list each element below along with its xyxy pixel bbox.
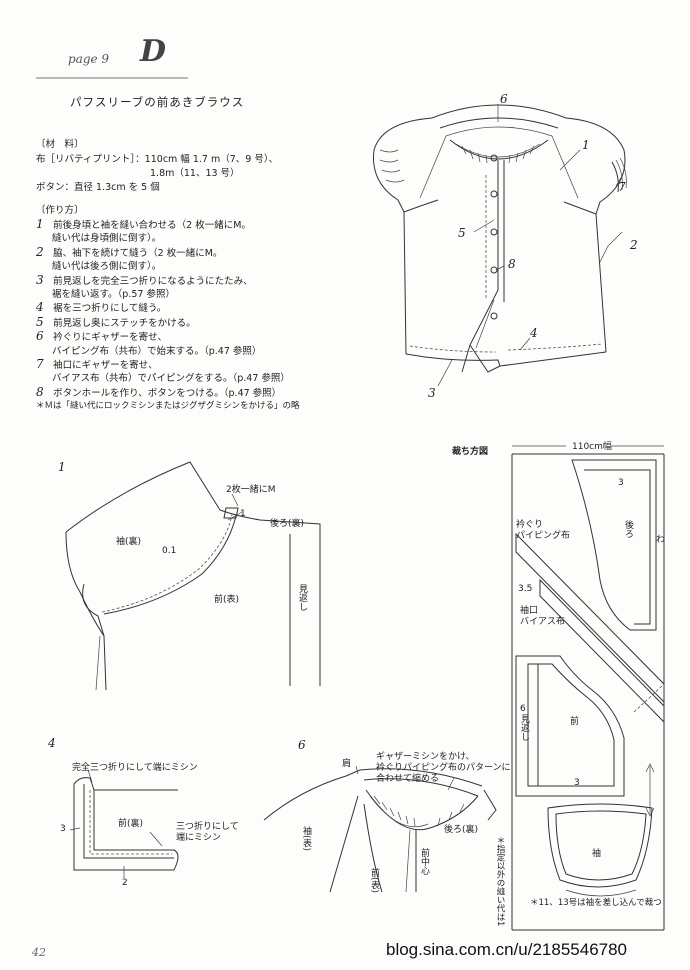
watermark: blog.sina.com.cn/u/2185546780 <box>386 940 628 959</box>
callout-3: 3 <box>428 386 436 400</box>
fig1-one: 1 <box>240 509 246 519</box>
step-2-cont: 縫い代は後ろ側に倒す）。 <box>52 261 162 273</box>
fig4-front: 前(裏) <box>118 819 144 829</box>
cutting-three-bottom: 3 <box>574 778 580 788</box>
fig4-number: 4 <box>48 736 56 750</box>
callout-1: 1 <box>582 138 590 152</box>
callout-5: 5 <box>458 226 466 240</box>
step-6-cont: バイピング布（共布）で始末する。（p.47 参照） <box>52 345 262 357</box>
fig1-front: 前(表) <box>214 595 240 605</box>
fig6-sleeve: 袖(表) <box>301 826 311 852</box>
cutting-sa-35: 3.5 <box>518 584 533 594</box>
fig1-sa: 0.1 <box>162 546 177 556</box>
callout-4: 4 <box>530 326 538 340</box>
fig4-two: 2 <box>122 878 128 888</box>
cutting-facing: 見返し <box>519 714 529 741</box>
step-7-cont: バイアス布（共布）でパイピングをする。（p.47 参照） <box>52 373 290 385</box>
cutting-fold: わ <box>656 535 666 545</box>
fig6-front: 前(表) <box>369 868 379 894</box>
materials-line-1: 布［リバティプリント］：110cm 幅 1.7 m（7、9 号）、 <box>36 154 279 165</box>
steps-list: 1 前後身頃と袖を縫い合わせる（2 枚一緒にM。 縫い代は身頃側に倒す）。 2 … <box>36 217 300 414</box>
cutting-width: 110cm幅 <box>572 442 612 452</box>
page-ref: page 9 <box>68 52 110 66</box>
materials-line-3: ボタン：直径 1.3cm を 5 個 <box>36 182 160 193</box>
cutting-bottom-note: ＊11、13号は袖を差し込んで裁つ <box>530 898 662 908</box>
fig6-number: 6 <box>298 738 306 752</box>
step-7: 7 袖口にギャザーを寄せ、 <box>36 357 158 372</box>
callout-7: 7 <box>618 180 626 194</box>
step-1-cont: 縫い代は身頃側に倒す）。 <box>52 233 162 245</box>
fig4-three: 3 <box>60 824 66 834</box>
callout-8: 8 <box>508 257 516 271</box>
cutting-heading: 裁ち方図 <box>452 447 489 457</box>
step-4: 4 裾を三つ折りにして縫う。 <box>36 300 167 315</box>
materials-line-2: 1.8m（11、13 号） <box>36 168 240 179</box>
cutting-three-top: 3 <box>618 478 624 488</box>
page-number: 42 <box>32 946 46 959</box>
cutting-sleeve: 袖 <box>592 849 602 859</box>
fig1-sleeve: 袖(裏) <box>116 537 142 547</box>
fig6-back: 後ろ(裏) <box>444 825 479 835</box>
fig6-gather-note: ギャザーミシンをかけ、 衿ぐりパイピング布のパターンに 合わせて縮める <box>376 752 511 784</box>
step-1: 1 前後身頃と袖を縫い合わせる（2 枚一緒にM。 <box>36 217 251 231</box>
pattern-letter: D <box>140 34 167 69</box>
fig1-back: 後ろ(裏) <box>270 519 305 529</box>
cutting-back: 後ろ <box>623 520 633 538</box>
cutting-cuff-binding: 袖口 バイアス布 <box>520 606 566 627</box>
step-8: 8 ボタンホールを作り、ボタンをつける。（p.47 参照） <box>36 384 282 399</box>
callout-6: 6 <box>500 92 508 106</box>
cutting-six: 6 <box>520 704 526 714</box>
step-3-cont: 裾を縫い返す。（p.57 参照） <box>52 289 175 301</box>
materials-heading: 〔材 料〕 <box>36 139 84 150</box>
steps-note: ＊Ｍは「縫い代にロックミシンまたはジグザグミシンをかける」の略 <box>36 401 300 412</box>
fig4-fold: 三つ折りにして 端にミシン <box>176 822 239 843</box>
fig6-shoulder: 肩 <box>342 759 352 769</box>
steps-heading: 〔作り方〕 <box>36 205 84 216</box>
fig6-center-front: 前中心 <box>419 848 429 875</box>
cutting-neck-binding: 衿ぐり パイピング布 <box>516 520 571 541</box>
fig4-top-label: 完全三つ折りにして端にミシン <box>72 763 198 773</box>
fig1-facing: 見返し <box>297 584 307 611</box>
step-2: 2 脇、袖下を続けて縫う（2 枚一緒にM。 <box>36 244 223 259</box>
step-5: 5 前見返し奥にステッチをかける。 <box>36 314 196 329</box>
step-6: 6 衿ぐりにギャザーを寄せ、 <box>36 329 168 344</box>
page-title: パフスリーブの前あきブラウス <box>70 95 245 109</box>
fig1-number: 1 <box>58 460 66 474</box>
cutting-front: 前 <box>570 717 580 727</box>
callout-2: 2 <box>630 238 638 252</box>
fig1-two-together: 2枚一緒にM <box>226 485 276 495</box>
cutting-side-note: ＊指定以外の縫い代は1 <box>495 836 505 927</box>
step-3: 3 前見返しを完全三つ折りになるようにたたみ、 <box>36 272 253 287</box>
